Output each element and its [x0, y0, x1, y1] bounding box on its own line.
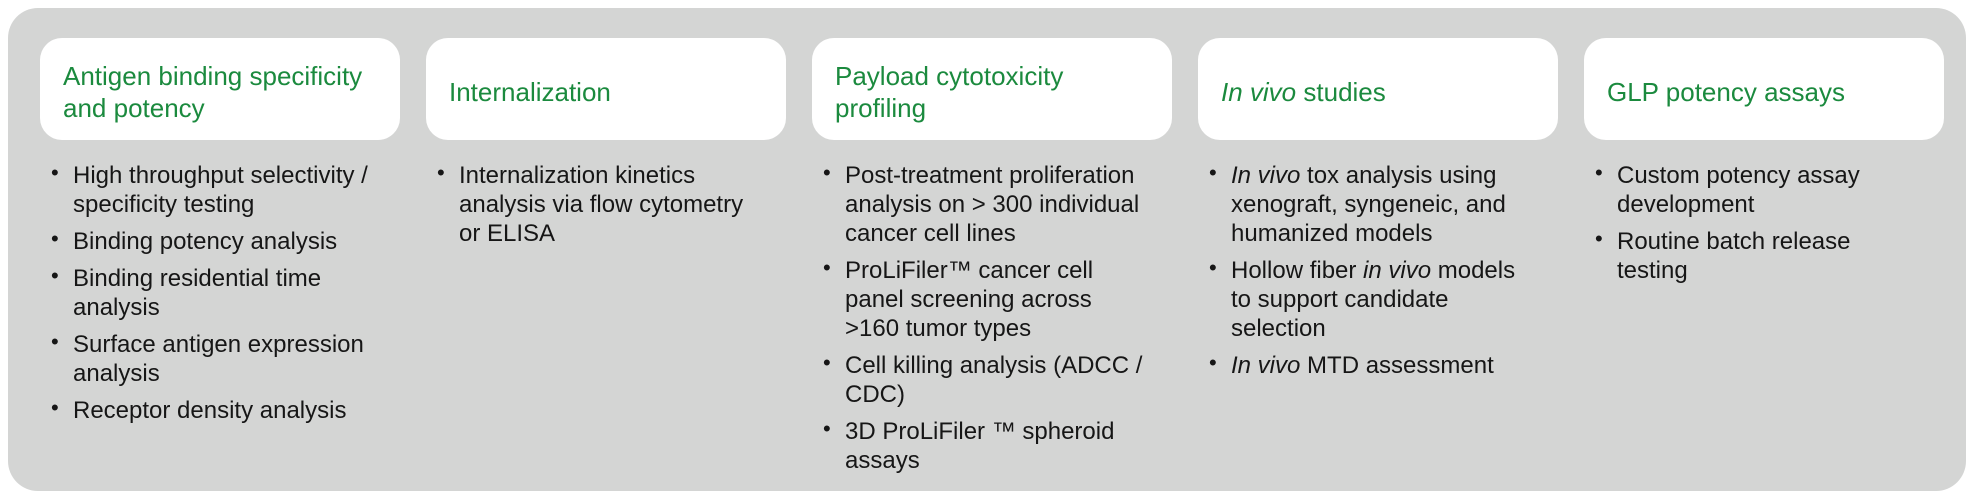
bullet-icon: •: [51, 226, 59, 252]
list-item-text: High throughput selectivity /specificity…: [73, 162, 368, 219]
bullet-icon: •: [437, 160, 445, 185]
bullet-icon: •: [51, 263, 59, 289]
column-item-list: • High throughput selectivity /specificit…: [40, 160, 400, 425]
column-title: GLP potency assays: [1607, 77, 1845, 108]
bullet-icon: •: [1209, 350, 1217, 376]
list-item-text: In vivo MTD assessment: [1231, 352, 1494, 380]
bullet-icon: •: [1209, 160, 1217, 185]
column-title: Internalization: [449, 77, 611, 108]
service-column: GLP potency assays • Custom potency assay…: [1584, 38, 1944, 483]
list-item-text: Binding potency analysis: [73, 228, 338, 256]
bullet-icon: •: [823, 255, 831, 281]
bullet-icon: •: [1595, 226, 1603, 252]
bullet-icon: •: [51, 395, 59, 421]
list-item: • Binding potency analysis: [40, 226, 400, 256]
bullet-icon: •: [1209, 255, 1217, 281]
column-title: In vivo studies: [1221, 77, 1386, 108]
bullet-icon: •: [51, 160, 59, 185]
list-item-text: Cell killing analysis (ADCC /CDC): [845, 352, 1143, 409]
bullet-icon: •: [51, 329, 59, 355]
bullet-icon: •: [1595, 160, 1603, 185]
list-item-text: Receptor density analysis: [73, 397, 347, 425]
list-item: • Receptor density analysis: [40, 395, 400, 425]
column-header-card: Internalization: [426, 38, 786, 140]
list-item: • Cell killing analysis (ADCC /CDC): [812, 350, 1172, 409]
list-item: • High throughput selectivity /specificit…: [40, 160, 400, 219]
bullet-icon: •: [823, 160, 831, 185]
bullet-icon: •: [823, 416, 831, 442]
list-item: • In vivo MTD assessment: [1198, 350, 1558, 380]
column-header-card: GLP potency assays: [1584, 38, 1944, 140]
bullet-icon: •: [823, 350, 831, 376]
column-header-card: In vivo studies: [1198, 38, 1558, 140]
service-column: Internalization • Internalization kinetic…: [426, 38, 786, 483]
service-column: In vivo studies • In vivo tox analysis us…: [1198, 38, 1558, 483]
